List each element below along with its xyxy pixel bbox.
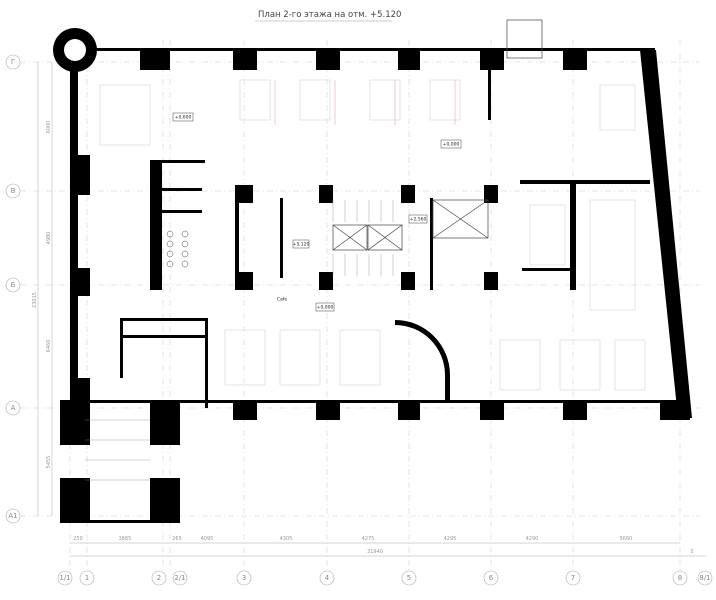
room-label-cafe: Cafe [277,297,287,303]
axis-label: 8/1 [699,574,710,582]
dim-bottom: 4095 [201,536,214,542]
axis-label: 5 [407,574,411,582]
walls [53,19,692,523]
axis-label: 2/1 [174,574,185,582]
dim-bottom-total: 31940 [367,549,383,555]
dim-bottom: 3865 [119,536,132,542]
axis-label: 3 [242,574,246,582]
level-mark: +0,600 [175,115,192,121]
plan-title: План 2-го этажа на отм. +5.120 [258,10,401,20]
dim-left-total: 23015 [32,292,38,308]
axis-label: Б [11,281,16,289]
axis-label: А1 [8,512,17,520]
axis-label: 2 [157,574,161,582]
level-mark: +0,000 [317,305,334,311]
dim-left: 6460 [46,340,52,353]
furniture [99,79,646,391]
axis-markers-vertical: 1/1 1 2 2/1 3 4 5 6 7 8 8/1 [57,570,713,586]
dim-bottom: 4275 [362,536,375,542]
level-mark: +5,120 [293,242,310,248]
dim-bottom-extra: 5 [690,549,693,555]
axis-label: 1 [85,574,89,582]
axis-label: А [11,404,16,412]
elevator-core [85,199,489,481]
axis-markers-horizontal: Г В Б А А1 [5,54,21,524]
dim-bottom: 4295 [444,536,457,542]
dim-bottom: 5660 [620,536,633,542]
axis-label: 7 [571,574,575,582]
level-mark: +2,560 [410,217,427,223]
dim-left: 6000 [46,121,52,134]
dim-left: 5455 [46,456,52,469]
dimension-lines [37,62,706,557]
dim-left: 4980 [46,232,52,245]
axis-label: 4 [325,574,330,582]
dim-bottom: 265 [172,536,182,542]
grid-lines [20,40,700,570]
level-mark: +0,000 [443,142,460,148]
axis-label: Г [11,58,15,66]
dim-bottom: 4290 [526,536,539,542]
axis-label: 6 [489,574,494,582]
axis-label: 8 [678,574,682,582]
dim-bottom: 4305 [280,536,293,542]
dim-bottom: 250 [73,536,83,542]
axis-label: 1/1 [59,574,70,582]
level-marks: +0,600 +0,000 +5,120 +2,560 +0,000 Cafe [172,112,462,312]
axis-label: В [11,187,16,195]
